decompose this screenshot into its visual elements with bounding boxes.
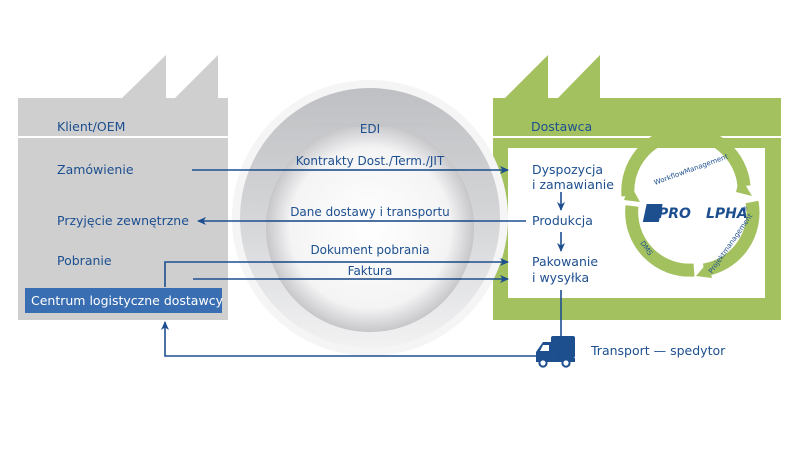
erp-cycle bbox=[621, 126, 760, 278]
truck-to-logistics-line bbox=[161, 321, 540, 357]
flow-connectors bbox=[161, 166, 565, 357]
supplier-step-shipping: i wysyłka bbox=[532, 270, 589, 285]
edi-message-delivery-data: Dane dostawy i transportu bbox=[290, 205, 450, 219]
client-title: Klient/OEM bbox=[57, 119, 125, 134]
client-item-order: Zamówienie bbox=[57, 162, 134, 177]
edi-ring bbox=[232, 80, 508, 356]
edi-inner-circle bbox=[266, 124, 474, 332]
pickup-doc-line bbox=[164, 258, 509, 287]
proalpha-logo: PRO α LPHA ® bbox=[642, 204, 748, 222]
logo-alpha: α bbox=[694, 206, 704, 222]
supplier-step-production: Produkcja bbox=[532, 213, 593, 228]
cycle-arc-top bbox=[621, 126, 751, 197]
supplier-step-dispatch: Dyspozycja bbox=[532, 162, 603, 177]
supplier-step-ordering: i zamawianie bbox=[532, 177, 614, 192]
transport-label: Transport — spedytor bbox=[590, 343, 726, 358]
edi-message-pickup-doc: Dokument pobrania bbox=[310, 243, 429, 257]
cycle-arc-left bbox=[625, 205, 695, 277]
client-roof bbox=[18, 55, 228, 320]
cycle-arc-right bbox=[702, 200, 760, 277]
supplier-divider bbox=[493, 136, 781, 138]
client-item-receipt: Przyjęcie zewnętrzne bbox=[57, 213, 189, 228]
logo-suffix: LPHA bbox=[706, 206, 748, 222]
supplier-step-packing: Pakowanie bbox=[532, 254, 598, 269]
client-factory bbox=[18, 55, 228, 320]
logo-registered: ® bbox=[742, 206, 748, 213]
edi-message-contracts: Kontrakty Dost./Term./JIT bbox=[296, 154, 445, 168]
client-divider bbox=[18, 136, 228, 138]
edi-title: EDI bbox=[360, 122, 380, 136]
truck-icon bbox=[536, 336, 575, 368]
logistics-center-box bbox=[25, 288, 222, 313]
supplier-title: Dostawca bbox=[531, 119, 592, 134]
logistics-center-label: Centrum logistyczne dostawcy bbox=[31, 293, 224, 308]
logo-prefix: PRO bbox=[658, 206, 691, 222]
client-item-pickup: Pobranie bbox=[57, 253, 112, 268]
edi-message-invoice: Faktura bbox=[348, 264, 393, 278]
